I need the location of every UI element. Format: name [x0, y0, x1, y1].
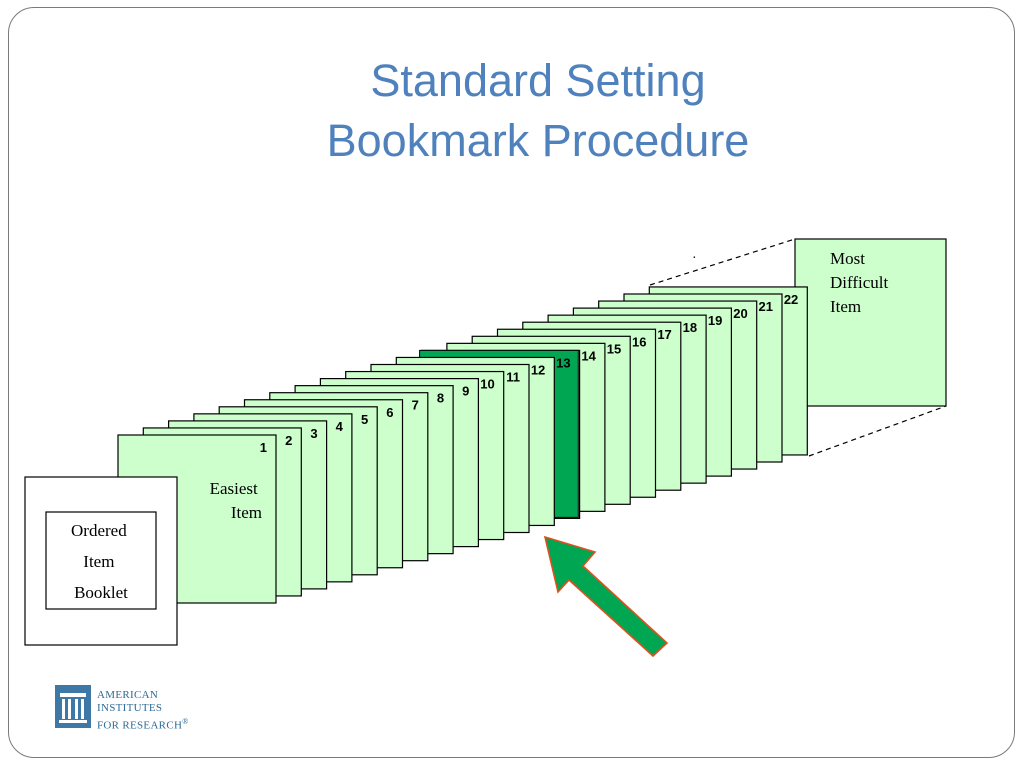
slide-title-line1: Standard Setting: [370, 55, 706, 106]
page-number-4: 4: [336, 419, 344, 434]
booklet-label-line2: Item: [83, 552, 114, 571]
booklet-label-line1: Ordered: [71, 521, 127, 540]
page-number-8: 8: [437, 391, 444, 406]
booklet-label-line3: Booklet: [74, 583, 128, 602]
most-difficult-label: Most Difficult Item: [830, 249, 892, 316]
easiest-label-line1: Easiest: [210, 479, 258, 498]
page-number-18: 18: [683, 320, 697, 335]
logo-text-line3: FOR RESEARCH®: [97, 715, 189, 733]
logo-mark-icon: [55, 685, 91, 728]
logo-text-line3-main: FOR RESEARCH: [97, 719, 183, 732]
american-institutes-logo: AMERICAN INSTITUTES FOR RESEARCH®: [55, 685, 195, 733]
page-number-15: 15: [607, 341, 621, 356]
page-number-7: 7: [412, 398, 419, 413]
dot-mark: ·: [692, 251, 697, 266]
most-difficult-label-line1: Most: [830, 249, 865, 268]
page-number-1: 1: [260, 440, 267, 455]
page-number-22: 22: [784, 292, 798, 307]
page-number-17: 17: [657, 327, 671, 342]
page-number-20: 20: [733, 306, 747, 321]
page-number-6: 6: [386, 405, 393, 420]
ordered-item-booklet-label-box: [45, 511, 157, 610]
page-number-3: 3: [310, 426, 317, 441]
page-number-10: 10: [480, 377, 494, 392]
page-number-9: 9: [462, 384, 469, 399]
page-number-2: 2: [285, 433, 292, 448]
logo-text: AMERICAN INSTITUTES FOR RESEARCH®: [97, 689, 189, 733]
perspective-line-top: [649, 238, 796, 286]
ordered-item-booklet-label: Ordered Item Booklet: [71, 521, 131, 602]
page-number-13: 13: [556, 355, 570, 370]
page-number-11: 11: [506, 370, 520, 385]
logo-registered: ®: [182, 717, 189, 726]
logo-text-line2: INSTITUTES: [97, 702, 163, 714]
page-number-14: 14: [581, 348, 596, 363]
page-number-16: 16: [632, 334, 646, 349]
page-number-21: 21: [759, 299, 773, 314]
most-difficult-label-line2: Difficult: [830, 273, 889, 292]
page-number-19: 19: [708, 313, 722, 328]
arrow-icon: [543, 535, 669, 658]
easiest-item-label: Easiest Item: [210, 479, 262, 522]
logo-text-line1: AMERICAN: [97, 689, 159, 701]
slide-title-line2: Bookmark Procedure: [326, 115, 750, 166]
most-difficult-page: [794, 238, 947, 407]
easiest-label-line2: Item: [231, 503, 262, 522]
page-number-12: 12: [531, 362, 545, 377]
perspective-line-bottom: [808, 405, 947, 457]
page-number-5: 5: [361, 412, 368, 427]
most-difficult-label-line3: Item: [830, 297, 861, 316]
